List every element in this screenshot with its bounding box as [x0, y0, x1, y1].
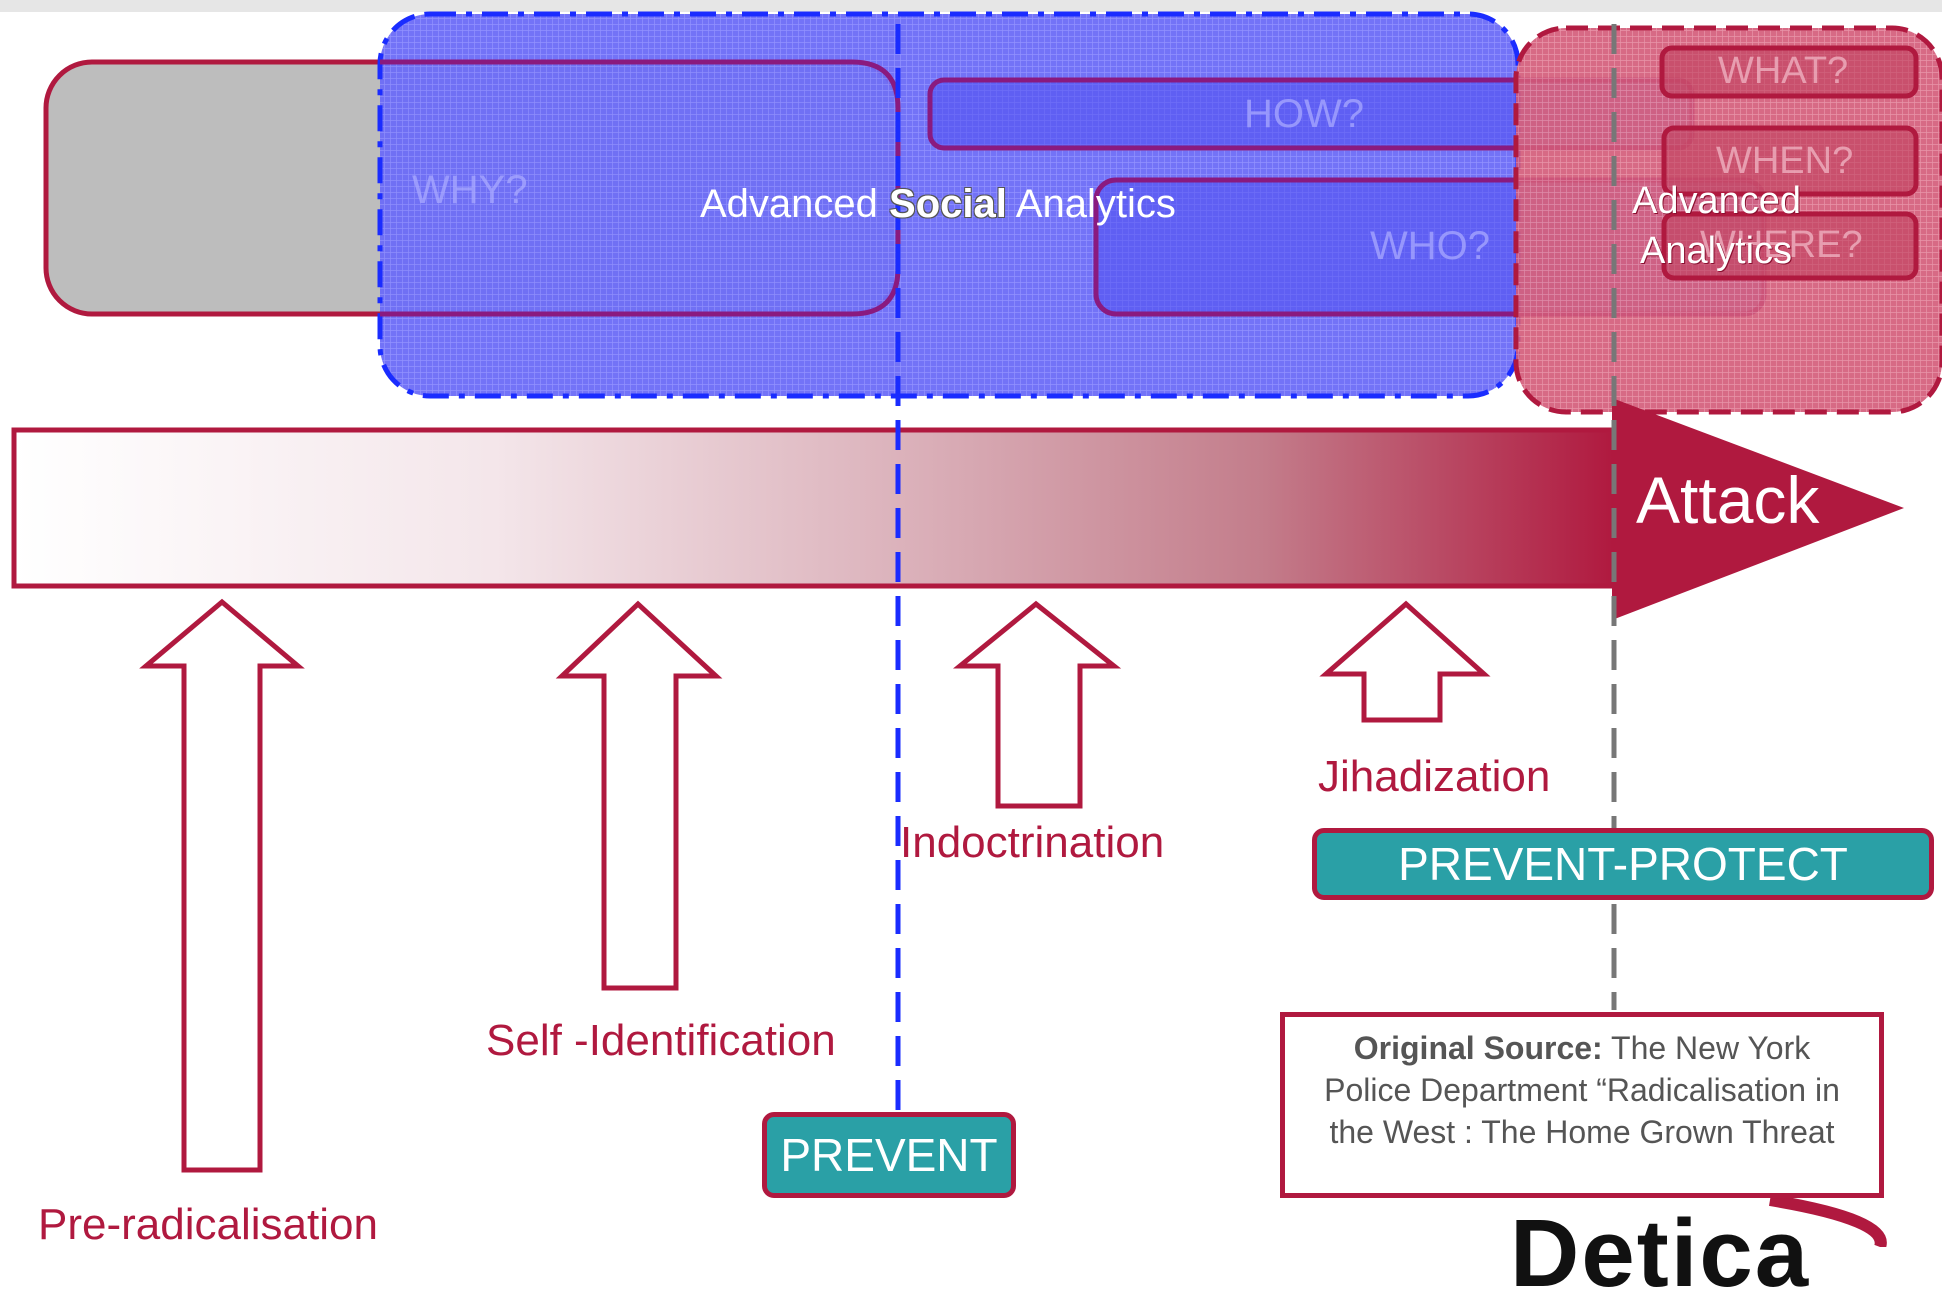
prevent-box: PREVENT [762, 1112, 1016, 1198]
where-box [1661, 211, 1919, 281]
source-text: The New York Police Department “Radicali… [1324, 1030, 1840, 1150]
diagram-canvas [11, 11, 1942, 1247]
prevent-protect-box: PREVENT-PROTECT [1312, 828, 1934, 900]
why-label: WHY? [412, 168, 528, 212]
asa-after: Analytics [1006, 182, 1176, 226]
advanced-social-analytics-label: Advanced Social Analytics [700, 182, 1176, 227]
self-identification-label: Self -Identification [486, 1016, 836, 1065]
aa-line2: Analytics [1640, 230, 1793, 272]
jihadization-label: Jihadization [1318, 752, 1551, 801]
when-label: WHEN? [1716, 140, 1854, 182]
asa-bold: Social [889, 182, 1007, 226]
asa-before: Advanced [700, 182, 890, 226]
aa-line1: Advanced [1632, 180, 1802, 222]
attack-label: Attack [1636, 463, 1820, 537]
when-box [1661, 125, 1919, 197]
jihadization-arrow [1319, 600, 1491, 723]
pre-radicalisation-label: Pre-radicalisation [38, 1200, 378, 1249]
pre-radicalisation-arrow [139, 598, 305, 1173]
source-citation-box: Original Source: The New York Police Dep… [1280, 1012, 1884, 1198]
source-label: Original Source: [1353, 1030, 1603, 1066]
detica-logo: Detica [1510, 1200, 1811, 1307]
advanced-analytics-label: Advanced Analytics [1632, 176, 1801, 276]
how-label: HOW? [1244, 92, 1364, 136]
where-label: WHERE? [1700, 224, 1863, 266]
top-bar [0, 0, 1942, 12]
indoctrination-label: Indoctrination [900, 818, 1165, 867]
attack-arrowhead [1612, 398, 1904, 620]
why-box-outline [380, 59, 901, 317]
who-label: WHO? [1370, 224, 1490, 268]
self-identification-arrow [555, 600, 723, 991]
what-label: WHAT? [1718, 50, 1849, 92]
what-box [1659, 45, 1919, 99]
indoctrination-arrow [952, 600, 1122, 809]
timeline-bar [11, 427, 1617, 589]
logo-swoosh [1769, 1194, 1887, 1247]
